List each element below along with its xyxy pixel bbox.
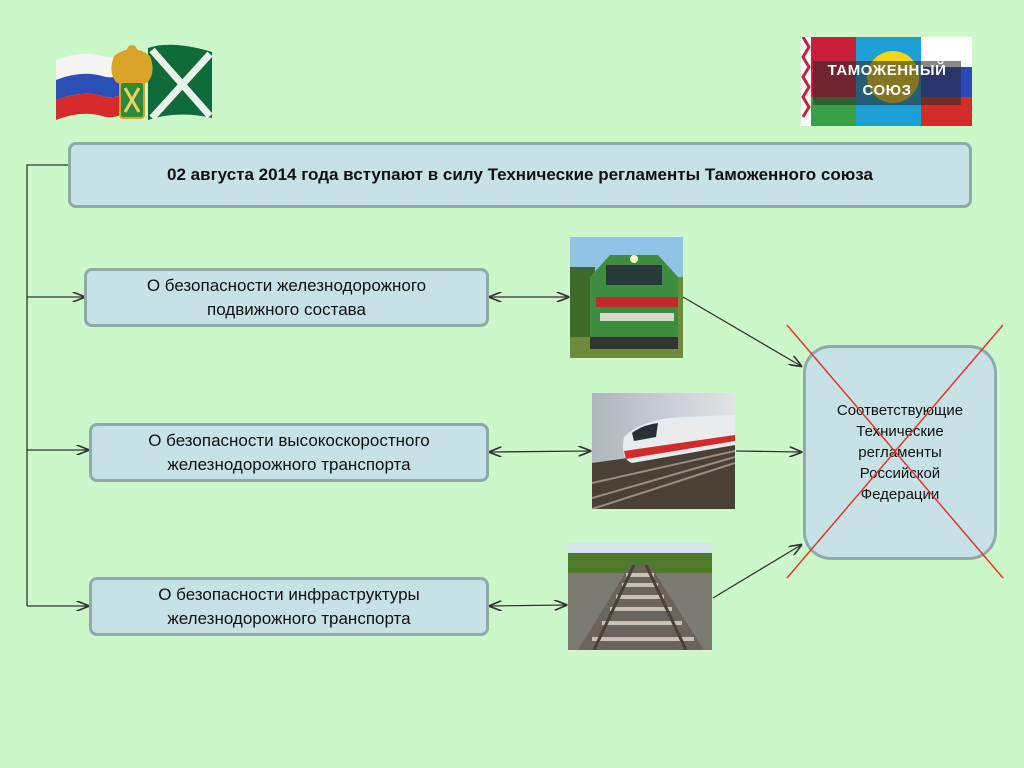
high-speed-train-photo bbox=[592, 393, 735, 509]
customs-union-logo: ТАМОЖЕННЫЙ СОЮЗ bbox=[801, 37, 972, 126]
customs-flag-icon bbox=[148, 44, 213, 121]
electric-train-photo bbox=[570, 237, 683, 358]
customs-union-title: ТАМОЖЕННЫЙ СОЮЗ bbox=[813, 61, 961, 105]
left-trunk-connector bbox=[26, 164, 88, 606]
regulation-box-high-speed: О безопасности высокоскоростного железно… bbox=[89, 423, 489, 482]
target-label: Соответствующие Технические регламенты Р… bbox=[836, 402, 964, 503]
regulation-box-rolling-stock: О безопасности железнодорожного подвижно… bbox=[84, 268, 489, 327]
regulation-label: О безопасности инфраструктуры железнодор… bbox=[158, 584, 420, 628]
photo-target-arrows bbox=[682, 296, 801, 599]
regulation-label: О безопасности железнодорожного подвижно… bbox=[146, 275, 427, 319]
double-headed-eagle-emblem-icon bbox=[111, 45, 153, 119]
page-title: 02 августа 2014 года вступают в силу Тех… bbox=[68, 142, 972, 208]
railway-track-photo bbox=[568, 543, 712, 650]
regulation-label: О безопасности высокоскоростного железно… bbox=[148, 430, 430, 474]
box-photo-arrows bbox=[490, 297, 590, 606]
customs-service-logo bbox=[56, 44, 213, 121]
russian-flag-icon bbox=[56, 52, 126, 120]
regulation-box-infrastructure: О безопасности инфраструктуры железнодор… bbox=[89, 577, 489, 636]
page-title-text: 02 августа 2014 года вступают в силу Тех… bbox=[167, 165, 873, 184]
